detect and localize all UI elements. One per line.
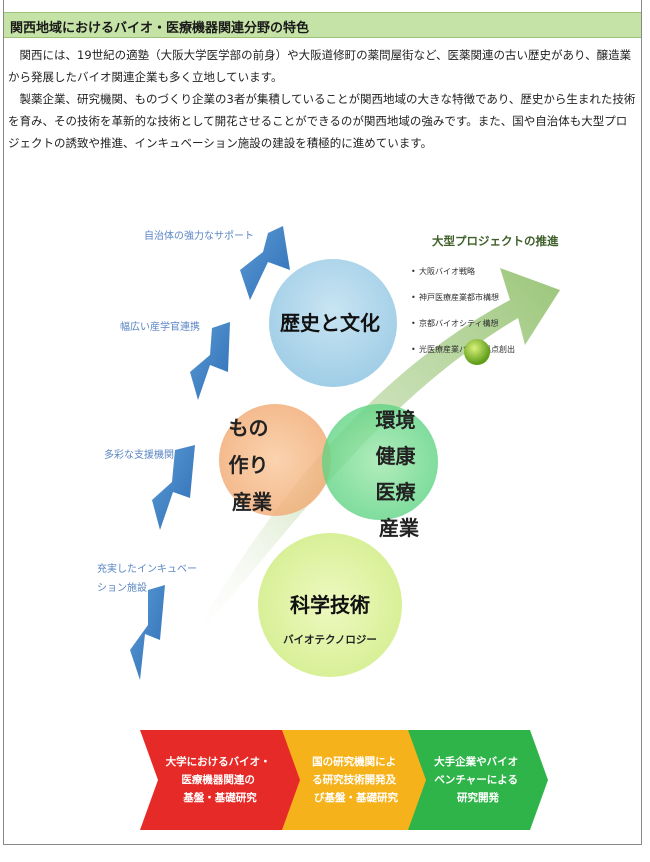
support-label-4-line-1: 充実したインキュベー [97,562,197,575]
step-text-companies: 大手企業やバイオ ベンチャーによる 研究開発 [434,755,522,804]
health-line-2: 健康 [376,444,417,468]
health-line-1: 環境 [376,408,416,432]
support-arrow-1 [240,226,290,300]
project-item: • [411,267,416,276]
project-item: • [411,345,416,354]
step-1-line-2: 医療機器関連の [181,773,255,786]
step-3-line-2: ベンチャーによる [434,774,518,786]
history-culture-label: 歴史と文化 [280,311,380,335]
support-label-4: 充実したインキュベー ション施設 [97,562,200,594]
support-label-3: 多彩な支援機関 [104,448,174,461]
science-tech-sublabel: バイオテクノロジー [283,634,377,646]
step-1-line-1: 大学におけるバイオ・ [166,755,271,768]
project-item-label: 京都バイオシティ構想 [419,318,499,328]
circle-monozukuri [219,404,331,516]
step-1-line-3: 基盤・基礎研究 [182,791,257,804]
step-box-companies [408,730,548,830]
green-ball-icon [464,339,490,365]
circle-health-medical [322,404,438,520]
intro-text: 関西には、19世紀の適塾（大阪大学医学部の前身）や大阪道修町の薬問屋街など、医薬… [8,44,636,154]
step-text-university: 大学におけるバイオ・ 医療機器関連の 基盤・基礎研究 [166,755,275,804]
support-arrow-4 [130,585,165,680]
health-medical-label: 環境 健康 医療 産業 [376,408,423,540]
step-text-national-institute: 国の研究機関によ る研究技術開発及 び基盤・基礎研究 [312,755,400,804]
project-item: • [411,293,416,302]
intro-paragraph-2: 製薬企業、研究機関、ものづくり企業の3者が集積していることが関西地域の大きな特徴… [8,92,636,150]
section-header: 関西地域におけるバイオ・医療機器関連分野の特色 [4,12,641,38]
science-tech-label: 科学技術 [290,593,370,617]
step-2-line-2: る研究技術開発及 [312,773,396,786]
health-line-3: 医療 [376,480,416,504]
content-frame [3,0,642,845]
step-box-national-institute [282,730,428,830]
section-title: 関西地域におけるバイオ・医療機器関連分野の特色 [10,21,310,36]
growth-arrow [185,268,560,650]
support-arrow-3 [152,445,195,530]
intro-paragraph-1: 関西には、19世紀の適塾（大阪大学医学部の前身）や大阪道修町の薬問屋街など、医薬… [8,48,632,84]
support-label-1: 自治体の強力なサポート [144,229,254,242]
monozukuri-label: もの 作り 産業 [229,416,276,514]
support-label-2: 幅広い産学官連携 [120,320,200,333]
projects-title: 大型プロジェクトの推進 [432,234,559,248]
monozukuri-line-1: もの [229,416,269,440]
circle-science-tech [258,533,402,677]
project-item-label: 神戸医療産業都市構想 [419,292,499,302]
project-item: • [411,319,416,328]
step-3-line-1: 大手企業やバイオ [434,755,518,768]
project-item-label: 大阪バイオ戦略 [419,266,475,276]
support-label-4-line-2: ション施設 [97,581,147,594]
monozukuri-line-2: 作り [229,453,269,477]
support-arrow-2 [190,322,230,400]
health-line-4: 産業 [379,516,420,540]
step-box-university [140,730,303,830]
step-2-line-3: び基盤・基礎研究 [314,791,398,804]
monozukuri-line-3: 産業 [232,490,273,514]
step-2-line-1: 国の研究機関によ [312,755,396,768]
step-3-line-3: 研究開発 [457,791,499,804]
circle-history-culture [269,259,397,387]
